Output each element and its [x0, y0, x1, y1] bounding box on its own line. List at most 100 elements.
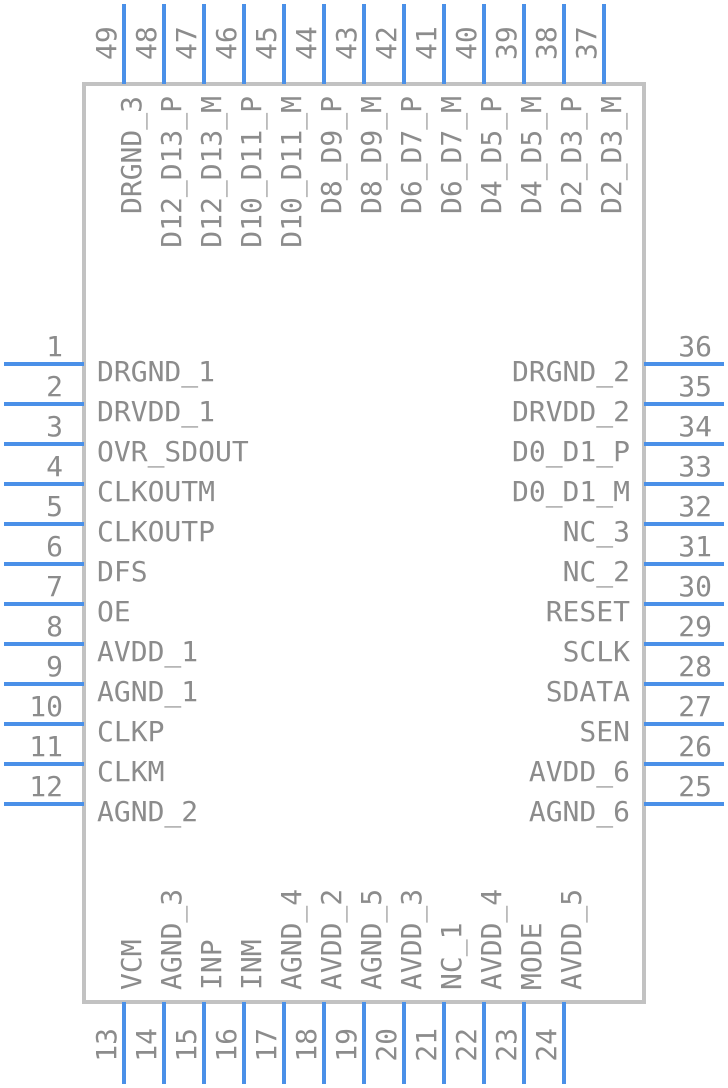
pin-29-label: SCLK [563, 635, 631, 668]
pin-25-label: AGND_6 [529, 795, 630, 829]
pin-5-label: CLKOUTP [97, 515, 215, 548]
pin-43-number: 43 [330, 26, 363, 60]
pin-3-number: 3 [46, 410, 63, 443]
pin-19-label: AGND_5 [355, 889, 389, 990]
pin-48-label: D12_D13_P [155, 96, 189, 248]
pin-48-number: 48 [130, 26, 163, 60]
pin-8-number: 8 [46, 610, 63, 643]
pin-36-number: 36 [678, 330, 712, 363]
pin-32-number: 32 [678, 490, 712, 523]
pin-2-number: 2 [46, 370, 63, 403]
pin-38-number: 38 [530, 26, 563, 60]
pin-40-number: 40 [450, 26, 483, 60]
pin-45-number: 45 [250, 26, 283, 60]
pin-42-label: D6_D7_P [395, 96, 429, 214]
pin-2-label: DRVDD_1 [97, 395, 215, 429]
pin-33-label: D0_D1_M [512, 475, 630, 509]
ic-body [82, 82, 646, 1004]
pin-31-label: NC_2 [563, 555, 630, 589]
pin-7-label: OE [97, 595, 131, 628]
pin-34-number: 34 [678, 410, 712, 443]
pin-26-label: AVDD_6 [529, 755, 630, 789]
pin-35-number: 35 [678, 370, 712, 403]
pin-27-number: 27 [678, 690, 712, 723]
pin-27-label: SEN [579, 715, 630, 748]
pin-31-number: 31 [678, 530, 712, 563]
pin-15-label: INP [195, 939, 228, 990]
pin-21-number: 21 [410, 1028, 443, 1062]
pin-28-label: SDATA [546, 675, 630, 708]
pin-37-label: D2_D3_M [595, 96, 629, 214]
pin-21-label: NC_1 [435, 923, 469, 990]
pin-38-label: D2_D3_P [555, 96, 589, 214]
pin-39-label: D4_D5_M [515, 96, 549, 214]
pin-10-label: CLKP [97, 715, 164, 748]
pin-6-number: 6 [46, 530, 63, 563]
pin-26-number: 26 [678, 730, 712, 763]
pin-1-label: DRGND_1 [97, 355, 215, 389]
pin-16-label: INM [235, 939, 268, 990]
pin-33-number: 33 [678, 450, 712, 483]
pin-7-number: 7 [46, 570, 63, 603]
pin-17-label: AGND_4 [275, 889, 309, 990]
pin-1-number: 1 [46, 330, 63, 363]
pin-41-label: D6_D7_M [435, 96, 469, 214]
pin-16-number: 16 [210, 1028, 243, 1062]
pin-23-label: MODE [515, 923, 548, 990]
pin-4-label: CLKOUTM [97, 475, 215, 508]
pin-36-label: DRGND_2 [512, 355, 630, 389]
pin-18-label: AVDD_2 [315, 889, 349, 990]
pin-43-label: D8_D9_M [355, 96, 389, 214]
pin-46-label: D10_D11_P [235, 96, 269, 248]
pin-47-number: 47 [170, 26, 203, 60]
pin-14-label: AGND_3 [155, 889, 189, 990]
pin-35-label: DRVDD_2 [512, 395, 630, 429]
pin-37-number: 37 [570, 26, 603, 60]
pin-40-label: D4_D5_P [475, 96, 509, 214]
pin-45-label: D10_D11_M [275, 96, 309, 248]
pin-23-number: 23 [490, 1028, 523, 1062]
pin-9-number: 9 [46, 650, 63, 683]
pin-5-number: 5 [46, 490, 63, 523]
pin-41-number: 41 [410, 26, 443, 60]
pin-49-label: DRGND_3 [115, 96, 149, 214]
pin-10-number: 10 [29, 690, 63, 723]
pin-32-label: NC_3 [563, 515, 630, 549]
pin-39-number: 39 [490, 26, 523, 60]
pin-11-label: CLKM [97, 755, 164, 788]
pin-15-number: 15 [170, 1028, 203, 1062]
pin-4-number: 4 [46, 450, 63, 483]
pin-3-label: OVR_SDOUT [97, 435, 249, 469]
pin-24-label: AVDD_5 [555, 889, 589, 990]
pin-30-label: RESET [546, 595, 630, 628]
pin-6-label: DFS [97, 555, 148, 588]
pin-44-number: 44 [290, 26, 323, 60]
pin-22-label: AVDD_4 [475, 889, 509, 990]
pin-20-number: 20 [370, 1028, 403, 1062]
pin-14-number: 14 [130, 1028, 163, 1062]
pin-12-label: AGND_2 [97, 795, 198, 829]
pin-12-number: 12 [29, 770, 63, 803]
pin-46-number: 46 [210, 26, 243, 60]
pin-19-number: 19 [330, 1028, 363, 1062]
pin-49-number: 49 [90, 26, 123, 60]
pin-11-number: 11 [29, 730, 63, 763]
pin-47-label: D12_D13_M [195, 96, 229, 248]
pin-34-label: D0_D1_P [512, 435, 630, 469]
pin-9-label: AGND_1 [97, 675, 198, 709]
pin-29-number: 29 [678, 610, 712, 643]
pin-18-number: 18 [290, 1028, 323, 1062]
pin-28-number: 28 [678, 650, 712, 683]
pin-42-number: 42 [370, 26, 403, 60]
pin-13-label: VCM [115, 939, 148, 990]
pin-44-label: D8_D9_P [315, 96, 349, 214]
pin-20-label: AVDD_3 [395, 889, 429, 990]
pin-30-number: 30 [678, 570, 712, 603]
pin-22-number: 22 [450, 1028, 483, 1062]
pin-8-label: AVDD_1 [97, 635, 198, 669]
pin-13-number: 13 [90, 1028, 123, 1062]
pin-24-number: 24 [530, 1028, 563, 1062]
pin-17-number: 17 [250, 1028, 283, 1062]
